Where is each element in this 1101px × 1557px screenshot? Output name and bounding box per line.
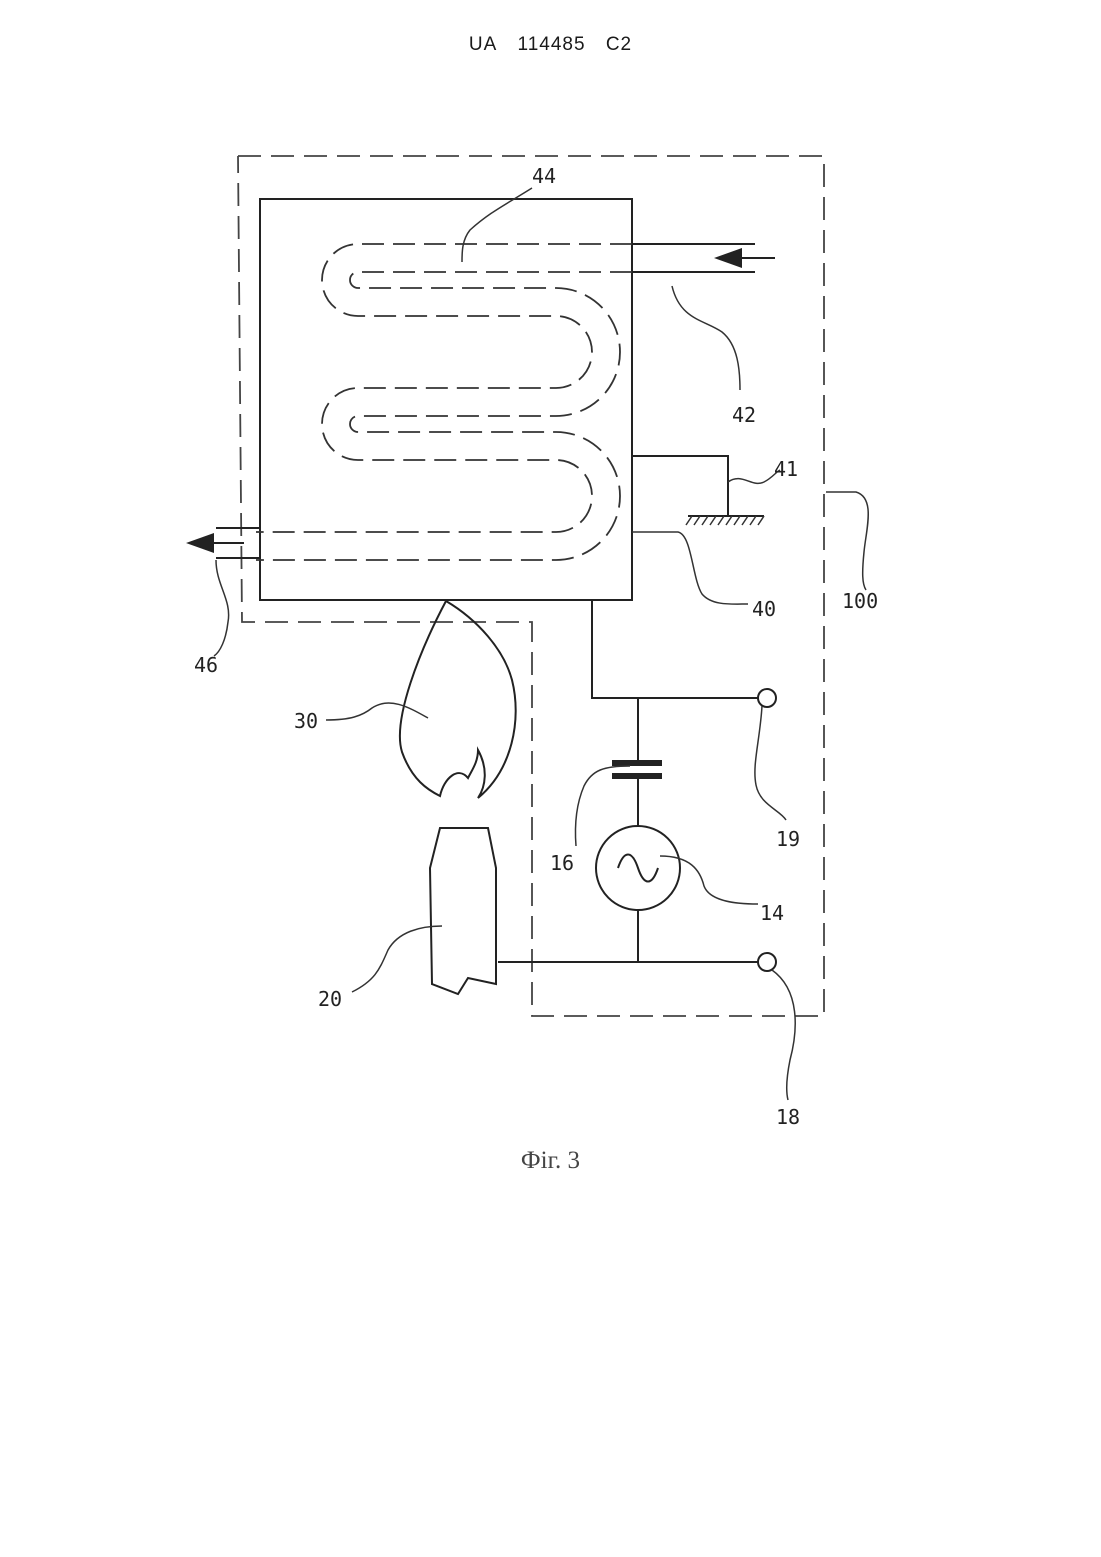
leader-19 [755, 706, 786, 820]
label-18: 18 [776, 1105, 800, 1129]
label-16: 16 [550, 851, 574, 875]
label-14: 14 [760, 901, 784, 925]
flame-icon [400, 601, 516, 798]
ground-wire [632, 456, 728, 516]
leader-20 [352, 926, 442, 992]
leader-18 [772, 970, 795, 1100]
system-boundary-100 [238, 156, 824, 1016]
label-100: 100 [842, 589, 878, 613]
label-20: 20 [318, 987, 342, 1011]
terminal-19 [758, 689, 776, 707]
ac-sine-wave [618, 855, 658, 882]
label-40: 40 [752, 597, 776, 621]
leader-100 [826, 492, 868, 590]
ground-hatch [686, 516, 764, 525]
burner-icon [430, 828, 496, 994]
leader-46 [214, 560, 229, 656]
capacitor-plate-bottom [612, 773, 662, 779]
capacitor-plate-top [612, 760, 662, 766]
label-42: 42 [732, 403, 756, 427]
label-30: 30 [294, 709, 318, 733]
leader-14 [660, 856, 758, 904]
electrode-wire [592, 600, 758, 698]
heat-exchanger-box [260, 199, 632, 600]
figure-caption: Фіг. 3 [0, 1147, 1101, 1175]
leader-30 [326, 703, 428, 720]
label-46: 46 [194, 653, 218, 677]
label-41: 41 [774, 457, 798, 481]
label-44: 44 [532, 164, 556, 188]
leader-42 [672, 286, 740, 390]
leader-41 [728, 470, 780, 483]
label-19: 19 [776, 827, 800, 851]
terminal-18 [758, 953, 776, 971]
leader-40 [632, 532, 748, 604]
